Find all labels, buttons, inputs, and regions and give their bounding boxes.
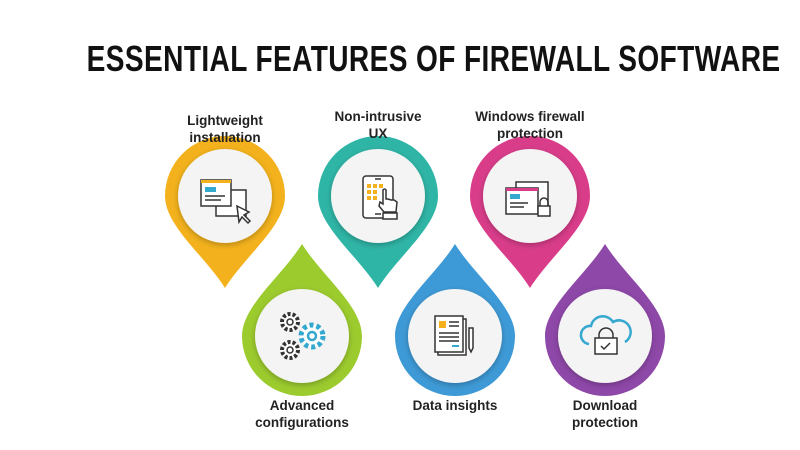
- pin-data-insights: [395, 244, 515, 396]
- feature-label-data-insights: Data insights: [375, 397, 535, 414]
- label-line: Data insights: [412, 398, 498, 413]
- feature-label-lightweight-installation: Lightweight installation: [145, 112, 305, 146]
- label-line: Lightweight: [187, 113, 263, 128]
- pin-windows-firewall-protection: [470, 136, 590, 288]
- tablet-touch-icon: [362, 175, 398, 220]
- window-lock-icon: [505, 181, 551, 217]
- feature-label-advanced-configurations: Advanced configurations: [222, 397, 382, 431]
- label-line: protection: [497, 126, 563, 141]
- label-line: Download: [572, 398, 638, 413]
- label-line: UX: [368, 126, 388, 141]
- label-line: Windows firewall: [475, 109, 585, 124]
- pin-advanced-configurations: [242, 244, 362, 396]
- page-title: ESSENTIAL FEATURES OF FIREWALL SOFTWARE: [86, 38, 781, 79]
- label-line: Advanced: [269, 398, 335, 413]
- gears-icon: [280, 312, 326, 360]
- feature-label-windows-firewall-protection: Windows firewall protection: [450, 108, 610, 142]
- label-line: protection: [572, 415, 638, 430]
- label-line: Non-intrusive: [334, 109, 422, 124]
- label-line: installation: [189, 130, 261, 145]
- cloud-lock-icon: [579, 315, 632, 355]
- pin-non-intrusive-ux: [318, 136, 438, 288]
- pin-lightweight-installation: [165, 136, 285, 288]
- window-cursor-icon: [200, 179, 252, 225]
- feature-label-download-protection: Download protection: [525, 397, 685, 431]
- label-line: configurations: [255, 415, 349, 430]
- pin-download-protection: [545, 244, 665, 396]
- document-pen-icon: [434, 315, 474, 356]
